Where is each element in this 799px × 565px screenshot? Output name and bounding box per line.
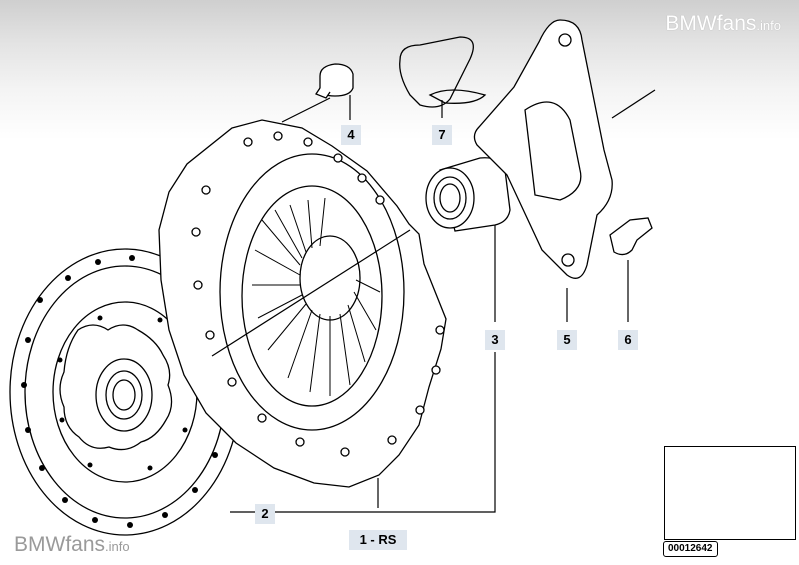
watermark-suffix: .info [756,18,781,33]
bolt-drawing [315,63,354,99]
callout-guide-plate[interactable]: 5 [557,330,577,350]
callout-spring-clip[interactable]: 7 [432,125,452,145]
guide-plate-drawing [473,19,613,279]
release-bearing-drawing [425,157,511,232]
watermark-bottom: BMWfans.info [14,533,130,557]
callout-clutch-kit[interactable]: 1 - RS [349,530,407,550]
watermark-suffix: .info [105,539,130,554]
watermark-brand: BMWfans [665,12,757,35]
vehicle-location-thumbnail [664,446,796,540]
callout-pin[interactable]: 6 [618,330,638,350]
watermark-top: BMWfans.info [665,12,781,36]
callout-release-bearing[interactable]: 3 [485,330,505,350]
spring-clip-drawing [399,36,487,108]
watermark-brand: BMWfans [14,533,106,556]
diagram-reference-code: 00012642 [663,541,718,557]
pin-drawing [609,217,653,256]
callout-bolt[interactable]: 4 [341,125,361,145]
leader-lines [211,89,656,513]
callout-clutch-disc[interactable]: 2 [255,504,275,524]
